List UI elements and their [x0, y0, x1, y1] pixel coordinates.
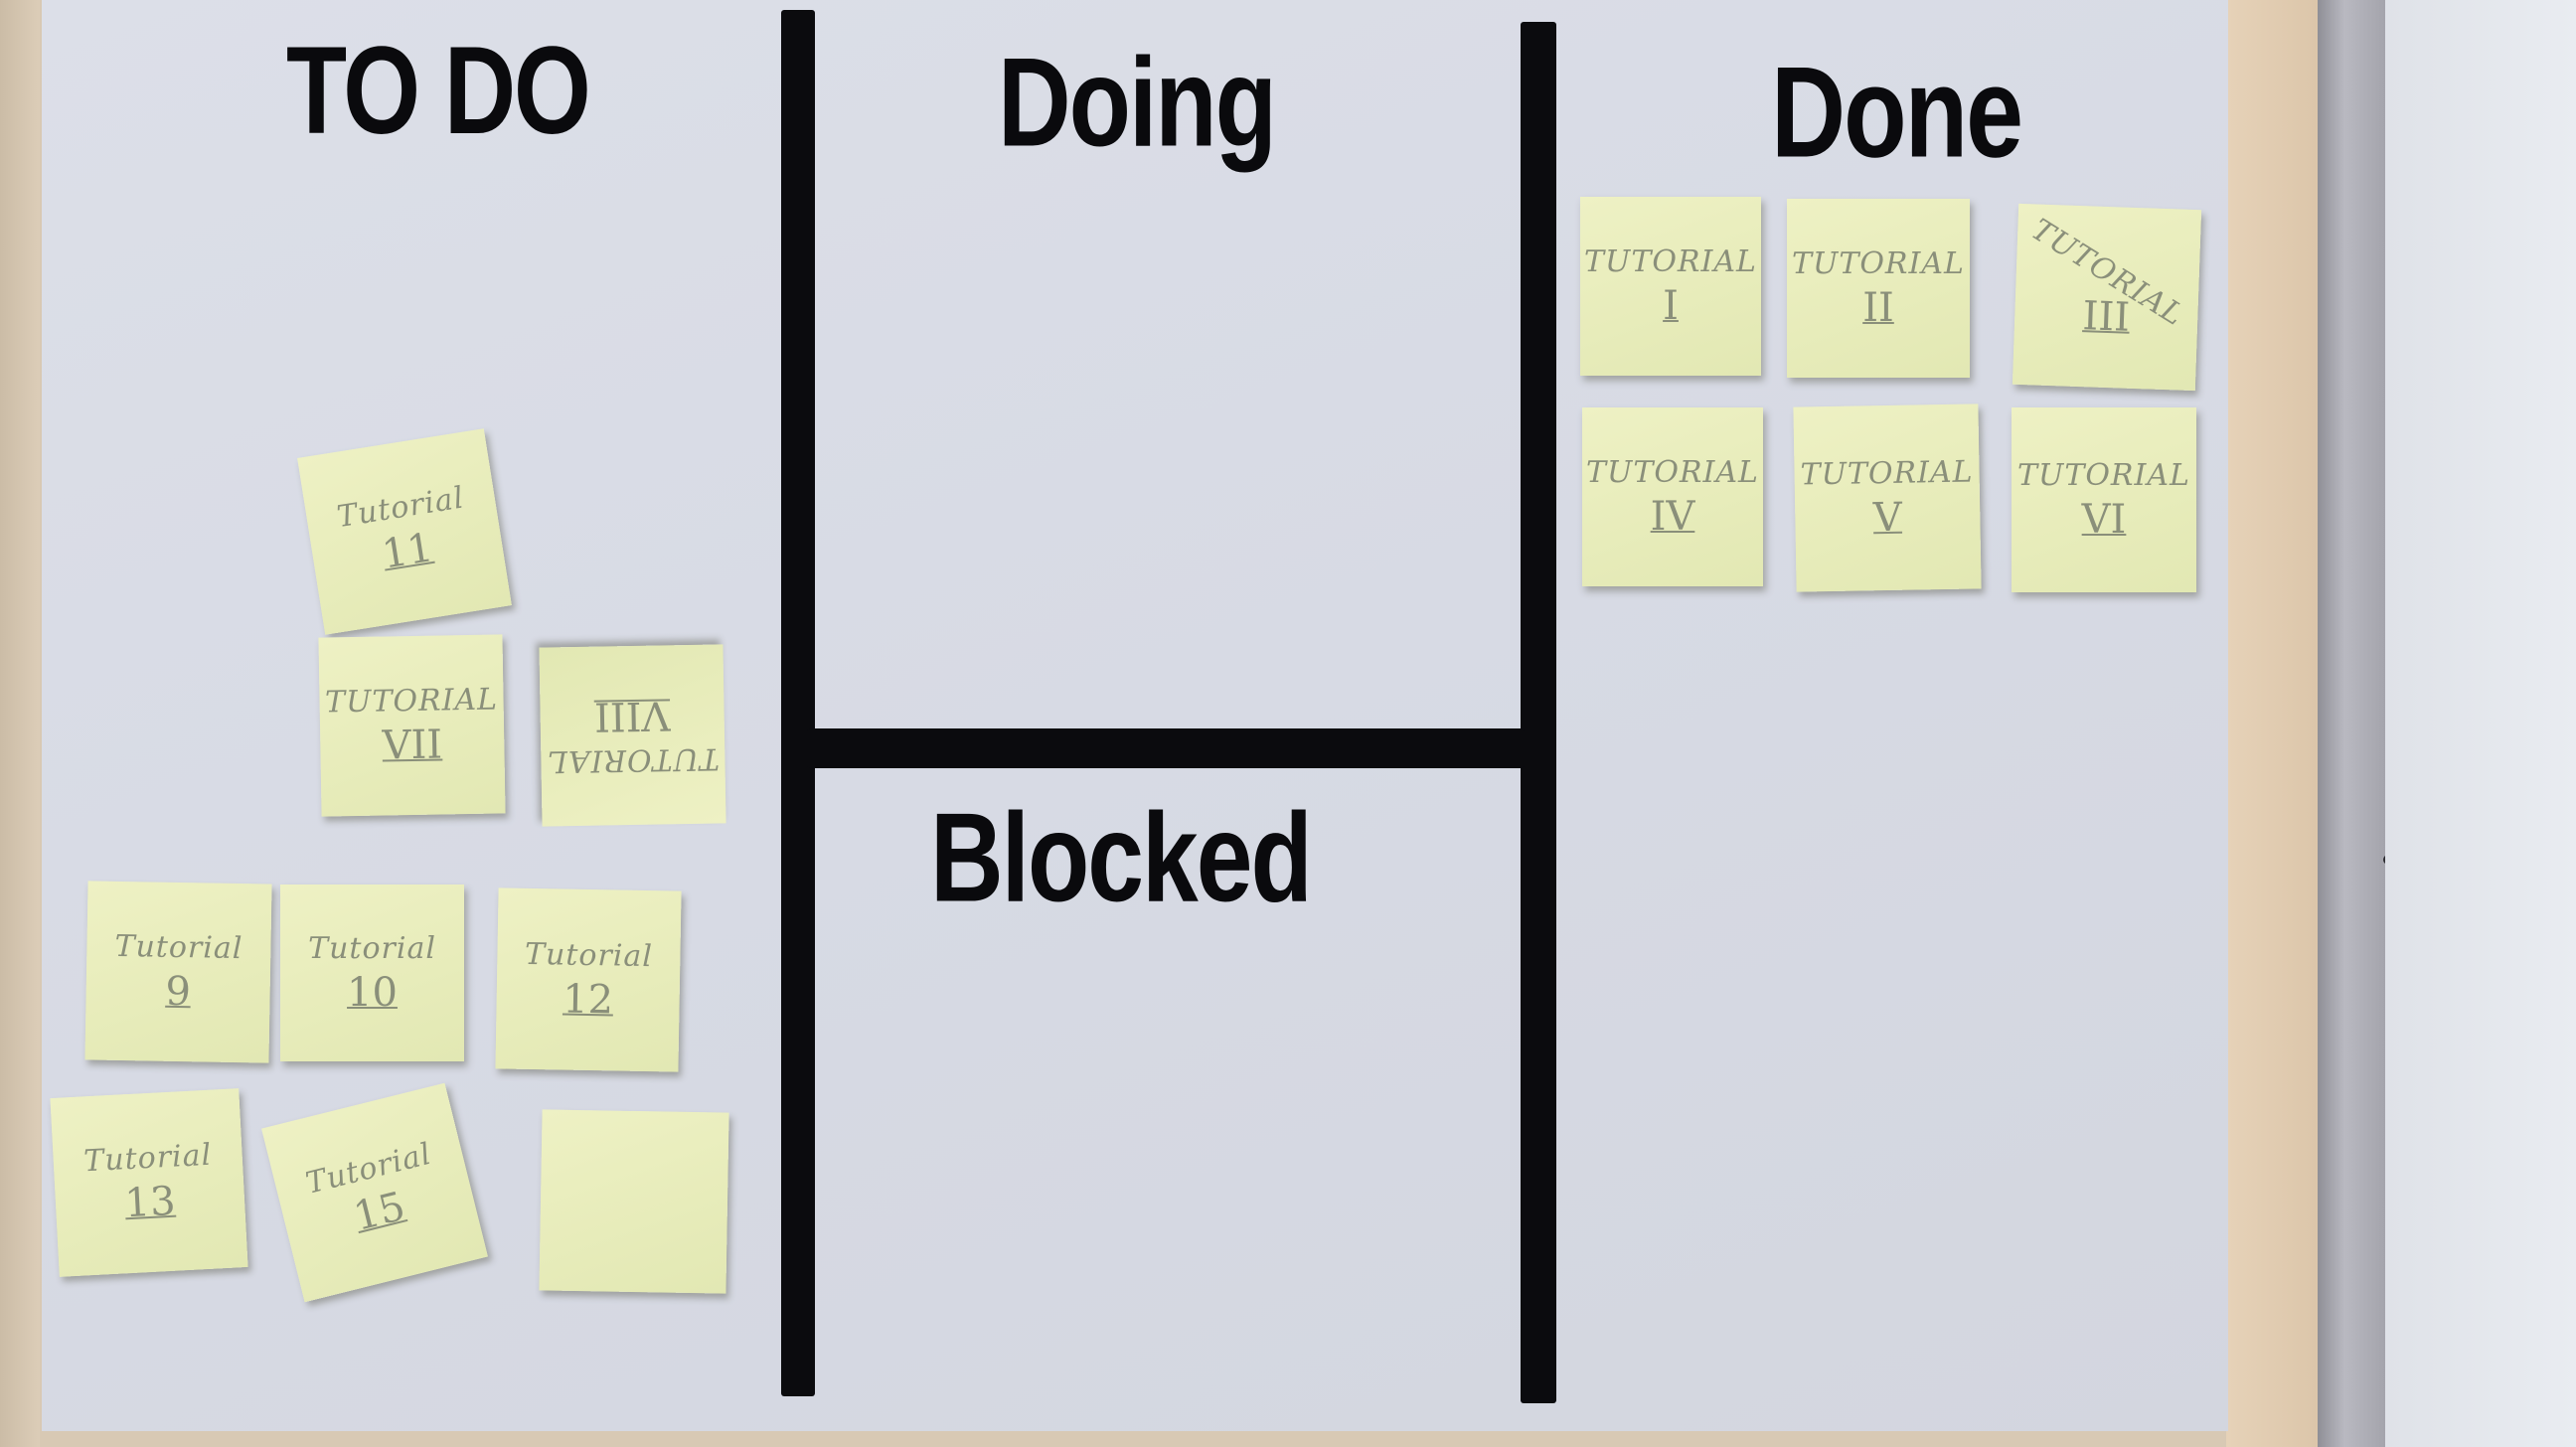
note-text-2: II — [1862, 284, 1894, 331]
sticky-note[interactable] — [539, 1109, 729, 1294]
sticky-note[interactable]: TUTORIAL VIII — [539, 644, 726, 827]
note-text-1: TUTORIAL — [1586, 454, 1759, 490]
sticky-note[interactable]: TUTORIAL II — [1787, 199, 1970, 378]
sticky-note[interactable]: TUTORIAL V — [1793, 403, 1982, 592]
sticky-note[interactable]: Tutorial 12 — [495, 887, 682, 1072]
note-text-2: VI — [2081, 496, 2127, 543]
note-text-1: TUTORIAL — [2017, 457, 2190, 493]
divider-doing-done — [1521, 22, 1556, 1403]
note-text-2: IV — [1650, 493, 1695, 540]
note-text-2: 9 — [165, 968, 192, 1015]
note-text-1: Tutorial — [524, 936, 654, 974]
sticky-note[interactable]: Tutorial 10 — [280, 884, 464, 1061]
note-text-2: I — [1663, 282, 1679, 329]
note-text-2: 12 — [562, 976, 614, 1023]
note-text-1: TUTORIAL — [1800, 453, 1974, 493]
note-text-1: TUTORIAL — [546, 740, 721, 780]
note-text-2: 11 — [379, 524, 436, 577]
note-text-1: Tutorial — [114, 928, 243, 966]
note-text-1: Tutorial — [82, 1137, 213, 1179]
sticky-note[interactable]: TUTORIAL IV — [1582, 407, 1763, 586]
whiteboard — [2385, 0, 2576, 1447]
divider-doing-blocked — [807, 728, 1525, 768]
note-text-1: Tutorial — [308, 930, 436, 966]
note-text-1: TUTORIAL — [1584, 243, 1757, 279]
sticky-note[interactable]: Tutorial 11 — [297, 428, 512, 635]
sticky-note[interactable]: TUTORIAL VII — [318, 634, 506, 817]
heading-todo: TO DO — [286, 21, 591, 161]
note-text-2: VII — [382, 721, 443, 769]
note-text-2: 13 — [123, 1178, 177, 1226]
note-text-1: TUTORIAL — [1792, 245, 1965, 281]
note-text-2: 10 — [347, 969, 398, 1016]
note-text-2: VIII — [593, 692, 671, 740]
sticky-note[interactable]: TUTORIAL VI — [2012, 407, 2196, 592]
note-text-2: 15 — [349, 1183, 409, 1240]
kanban-poster: TO DO Doing Blocked Done Tutorial 11 TUT… — [42, 0, 2228, 1431]
note-text-1: TUTORIAL — [324, 681, 499, 721]
heading-blocked: Blocked — [930, 786, 1313, 928]
sticky-note[interactable]: TUTORIAL I — [1580, 197, 1761, 376]
sticky-note[interactable]: Tutorial 15 — [261, 1082, 488, 1303]
heading-doing: Doing — [998, 31, 1277, 173]
wall-right — [2226, 0, 2318, 1447]
sticky-note[interactable]: TUTORIAL III — [2012, 203, 2202, 392]
sticky-note[interactable]: Tutorial 13 — [50, 1088, 248, 1277]
whiteboard-frame — [2318, 0, 2393, 1447]
divider-todo-doing — [781, 10, 815, 1396]
sticky-note[interactable]: Tutorial 9 — [84, 881, 272, 1063]
wall-left — [0, 0, 40, 1447]
note-text-1: Tutorial — [334, 479, 467, 535]
heading-done: Done — [1771, 41, 2023, 186]
note-text-2: V — [1872, 494, 1903, 541]
